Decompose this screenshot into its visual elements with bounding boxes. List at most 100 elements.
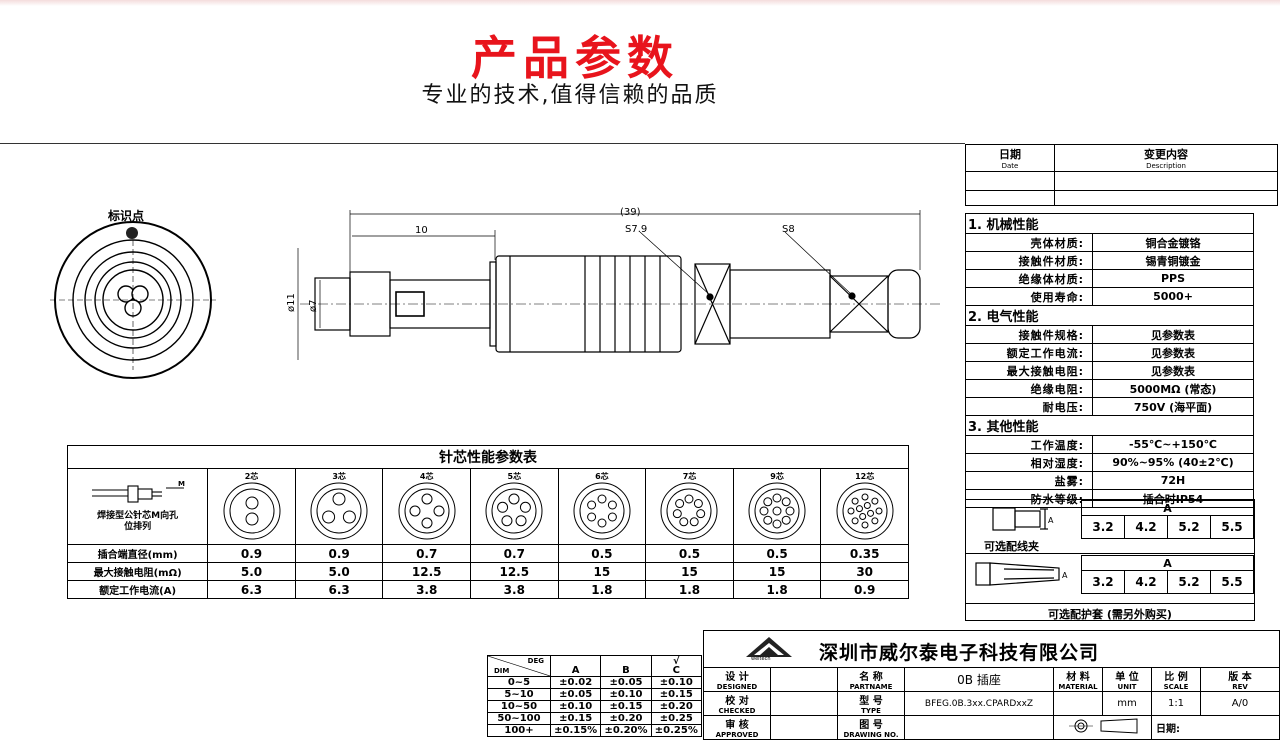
dim-d7: ø7: [308, 300, 319, 312]
core-cell: 9芯: [732, 468, 822, 545]
core-cell: 5芯: [470, 468, 559, 545]
pin-legend-drawing: M: [91, 480, 185, 503]
pin-value: 0.5: [645, 544, 734, 563]
property-value: 90%~95% (40±2℃): [1092, 453, 1254, 472]
core-cell: 12芯: [820, 468, 909, 545]
property-row: 相对湿度:90%~95% (40±2℃): [965, 453, 1254, 472]
marker-label: 标识点: [107, 208, 144, 223]
tolerance-cell: 5~10: [487, 688, 551, 701]
core-cell: 2芯: [207, 468, 296, 545]
dim-s8: S8: [782, 224, 795, 235]
pin-layout-7: [660, 482, 718, 540]
pin-value: 12.5: [382, 562, 471, 581]
core-label: 9芯: [770, 472, 784, 481]
core-cell: 4芯: [382, 468, 471, 545]
property-key: 最大接触电阻:: [965, 361, 1093, 380]
property-row: 工作温度:-55℃~+150℃: [965, 435, 1254, 454]
connector-drawing: 标识点 (39) 10 S7: [50, 207, 940, 379]
tolerance-cell: 10~50: [487, 700, 551, 713]
pin-value: 3.8: [470, 580, 559, 599]
section-other: 3. 其他性能: [965, 415, 1254, 436]
property-key: 接触件材质:: [965, 251, 1093, 270]
property-row: 使用寿命:5000+: [965, 287, 1254, 306]
property-value: 见参数表: [1092, 325, 1254, 344]
tolerance-cell: ±0.25: [650, 712, 703, 725]
property-value: 5000MΩ (常态): [1092, 379, 1254, 398]
section-electrical: 2. 电气性能: [965, 305, 1254, 326]
pin-value: 0.9: [820, 580, 909, 599]
pin-value: 6.3: [294, 580, 384, 599]
tolerance-cell: ±0.05: [549, 688, 602, 701]
pin-layout-9: [748, 482, 806, 540]
core-cell: 3芯: [294, 468, 384, 545]
dim-10: 10: [415, 225, 428, 236]
pin-value: 12.5: [470, 562, 559, 581]
tolerance-cell: ±0.15: [650, 688, 703, 701]
pin-value: 5.0: [207, 562, 296, 581]
tolerance-cell: ±0.20: [650, 700, 703, 713]
pin-value: 30: [820, 562, 909, 581]
dim-s79: S7.9: [625, 224, 647, 235]
property-row: 接触件材质:锡青铜镀金: [965, 251, 1254, 270]
pin-layout-2: [223, 482, 281, 540]
pin-value: 0.9: [294, 544, 384, 563]
property-value: 铜合金镀铬: [1092, 233, 1254, 252]
tolerance-cell: ±0.15: [549, 712, 602, 725]
page-subtitle: 专业的技术,值得信赖的品质: [421, 83, 719, 108]
clamp-label: 可选配线夹: [984, 540, 1039, 553]
property-key: 相对湿度:: [965, 453, 1093, 472]
property-row: 最大接触电阻:见参数表: [965, 361, 1254, 380]
tolerance-cell: ±0.10: [549, 700, 602, 713]
pin-value: 15: [732, 562, 822, 581]
property-key: 绝缘电阻:: [965, 379, 1093, 398]
property-row: 绝缘体材质:PPS: [965, 269, 1254, 288]
side-view: [297, 210, 940, 360]
property-key: 绝缘体材质:: [965, 269, 1093, 288]
front-view: [50, 221, 216, 379]
pin-layout-5: [485, 482, 543, 540]
property-row: 绝缘电阻:5000MΩ (常态): [965, 379, 1254, 398]
svg-text:weltech: weltech: [751, 656, 771, 661]
pin-value: 5.0: [294, 562, 384, 581]
tolerance-row: 50~100±0.15±0.20±0.25: [487, 712, 703, 725]
property-value: 72H: [1092, 471, 1254, 490]
property-key: 工作温度:: [965, 435, 1093, 454]
property-row: 接触件规格:见参数表: [965, 325, 1254, 344]
cable-size-cell: 3.2: [1081, 570, 1125, 594]
sheath-label: 可选配护套 (需另外购买): [1048, 608, 1172, 621]
cable-size-cell: 4.2: [1124, 515, 1168, 539]
core-label: 7芯: [682, 472, 697, 481]
pin-value: 15: [645, 562, 734, 581]
svg-text:A: A: [1048, 516, 1054, 525]
pin-value: 1.8: [645, 580, 734, 599]
tolerance-cell: ±0.10: [600, 688, 652, 701]
pin-value: 0.7: [470, 544, 559, 563]
property-key: 壳体材质:: [965, 233, 1093, 252]
projection-symbol: [1068, 718, 1137, 734]
cable-size-cell: 5.5: [1210, 515, 1254, 539]
core-label: 12芯: [855, 472, 875, 481]
cable-size-cell: 3.2: [1081, 515, 1125, 539]
svg-text:M: M: [178, 480, 185, 488]
property-value: PPS: [1092, 269, 1254, 288]
tolerance-row: 100+±0.15%±0.20%±0.25%: [487, 724, 703, 737]
pin-value: 0.9: [207, 544, 296, 563]
pin-value: 0.35: [820, 544, 909, 563]
property-key: 额定工作电流:: [965, 343, 1093, 362]
pin-value: 15: [557, 562, 647, 581]
property-row: 耐电压:750V (海平面): [965, 397, 1254, 416]
core-label: 5芯: [507, 472, 522, 481]
property-row: 盐雾:72H: [965, 471, 1254, 490]
property-value: 5000+: [1092, 287, 1254, 306]
marker-dot: [126, 227, 138, 239]
pin-value: 1.8: [557, 580, 647, 599]
